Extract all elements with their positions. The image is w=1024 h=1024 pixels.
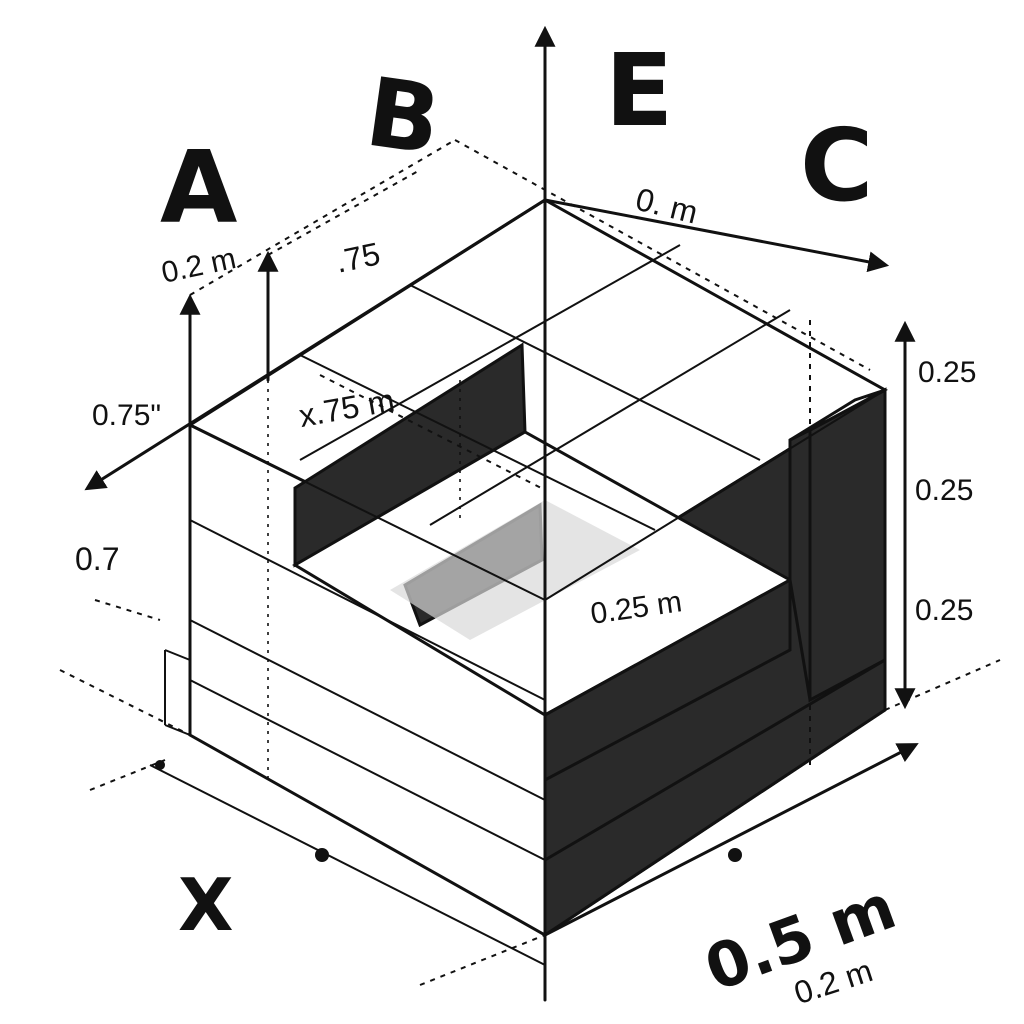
letter-c: C xyxy=(800,107,873,224)
pocket-right-wall xyxy=(788,427,812,701)
letter-a: A xyxy=(160,129,237,246)
dashed-line xyxy=(94,599,161,621)
dashed-line xyxy=(267,169,421,256)
label-0m: 0. m xyxy=(632,181,701,231)
dashed-line xyxy=(419,934,546,986)
grid-line xyxy=(189,679,546,861)
label-0.75-side: 0.75" xyxy=(92,399,161,432)
letter-e: E xyxy=(605,32,673,149)
grid-line xyxy=(164,649,191,661)
dot-marker xyxy=(315,848,329,862)
right-wall xyxy=(808,387,887,703)
dashed-line xyxy=(89,759,166,791)
left-axis xyxy=(84,198,547,491)
dashed-line xyxy=(189,139,456,296)
right-axis xyxy=(543,198,890,273)
label-0.2m-top: 0.2 m xyxy=(159,242,239,290)
grid-line xyxy=(544,389,886,601)
grid-line xyxy=(164,724,191,736)
grid-line xyxy=(299,244,681,461)
grid-line xyxy=(189,519,546,701)
x-axis xyxy=(149,764,546,966)
label-0.25-a: 0.25 xyxy=(918,356,976,389)
letter-x: X xyxy=(178,863,234,947)
grid-line xyxy=(189,619,546,801)
dot-marker xyxy=(728,848,742,862)
dashed-line xyxy=(454,139,871,371)
grid-line xyxy=(429,309,791,526)
dashed-line xyxy=(319,374,546,491)
label-0.25-b: 0.25 xyxy=(915,474,973,507)
grid-line xyxy=(299,354,656,531)
bottom-dimension-line xyxy=(543,743,919,937)
letter-b: B xyxy=(360,58,447,177)
label-0.7: 0.7 xyxy=(75,541,119,577)
label-0.25-c: 0.25 xyxy=(915,594,973,627)
dashed-line xyxy=(59,669,191,736)
label-0.75-top: .75 xyxy=(332,235,383,279)
grid-line xyxy=(189,424,546,601)
grid-line xyxy=(544,199,886,391)
dashed-line xyxy=(884,659,1001,711)
dot-marker xyxy=(155,760,165,770)
grid-line xyxy=(409,284,761,461)
step-shadow xyxy=(390,500,640,640)
